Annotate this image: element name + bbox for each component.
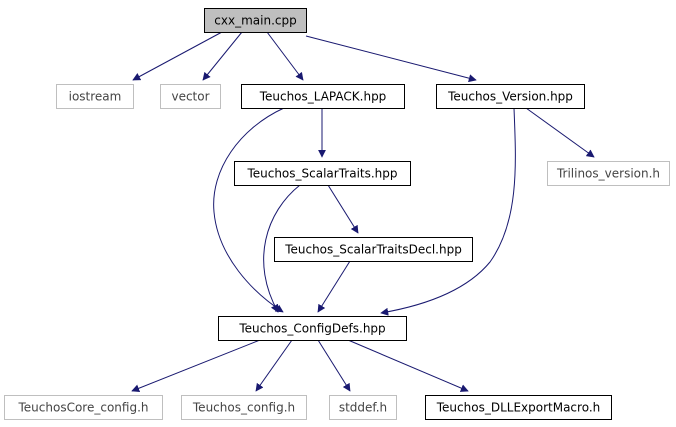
node-label: iostream (69, 90, 122, 104)
node-label: Teuchos_config.h (192, 401, 295, 415)
node-label: vector (171, 90, 209, 104)
node-label: TeuchosCore_config.h (18, 401, 149, 415)
node-stddef: stddef.h (329, 395, 397, 420)
node-vector: vector (160, 84, 221, 109)
node-cxx-main[interactable]: cxx_main.cpp (204, 8, 307, 33)
node-label: Teuchos_DLLExportMacro.h (436, 401, 601, 415)
node-box (329, 395, 397, 420)
edge-teuchos_configdefs-to-teuchoscore_config (131, 339, 261, 393)
node-teuchos-dllexport[interactable]: Teuchos_DLLExportMacro.h (425, 395, 612, 420)
node-label: stddef.h (339, 401, 387, 415)
node-label: Trilinos_version.h (556, 167, 660, 181)
edge-cxx_main-to-teuchos_version (305, 35, 477, 83)
edge-cxx_main-to-vector (202, 31, 243, 81)
node-label: Teuchos_Version.hpp (447, 90, 573, 104)
node-teuchos-version[interactable]: Teuchos_Version.hpp (436, 84, 585, 109)
node-teuchoscore-config: TeuchosCore_config.h (4, 395, 163, 420)
edge-teuchos_lapack-to-teuchos_configdefs (213, 107, 285, 313)
edge-teuchos_configdefs-to-teuchos_dllexport (347, 339, 469, 392)
node-box (547, 161, 670, 186)
node-box (425, 395, 612, 420)
node-box (274, 237, 473, 262)
edge-teuchos_version-to-trilinos_version (525, 107, 595, 158)
node-label: Teuchos_ScalarTraits.hpp (246, 167, 397, 181)
edges-layer (131, 31, 595, 393)
edge-cxx_main-to-teuchos_lapack (266, 31, 304, 81)
node-teuchos-config: Teuchos_config.h (181, 395, 307, 420)
node-iostream: iostream (56, 84, 134, 109)
node-box (218, 316, 407, 341)
node-box (160, 84, 221, 109)
node-label: Teuchos_ScalarTraitsDecl.hpp (284, 243, 462, 257)
node-teuchos-configdefs[interactable]: Teuchos_ConfigDefs.hpp (218, 316, 407, 341)
node-box (436, 84, 585, 109)
edge-teuchos_scalartraits-to-teuchos_configdefs (263, 184, 301, 313)
nodes-layer: cxx_main.cpp iostream vector Teuchos_LAPACK… (4, 8, 670, 420)
edge-teuchos_scalartraits-to-teuchos_scalartraitsdecl (327, 184, 359, 234)
edge-teuchos_version-to-teuchos_configdefs (380, 107, 516, 316)
edge-teuchos_scalartraitsdecl-to-teuchos_configdefs (317, 260, 351, 313)
node-label: Teuchos_ConfigDefs.hpp (238, 322, 385, 336)
node-box (234, 161, 411, 186)
node-label: cxx_main.cpp (214, 14, 296, 28)
node-teuchos-lapack[interactable]: Teuchos_LAPACK.hpp (241, 84, 405, 109)
edge-cxx_main-to-iostream (132, 31, 223, 81)
node-teuchos-scalartraits[interactable]: Teuchos_ScalarTraits.hpp (234, 161, 411, 186)
edge-teuchos_configdefs-to-teuchos_config (255, 339, 293, 392)
node-box (204, 8, 307, 33)
node-box (4, 395, 163, 420)
node-trilinos-version: Trilinos_version.h (547, 161, 670, 186)
node-box (241, 84, 405, 109)
node-box (56, 84, 134, 109)
node-box (181, 395, 307, 420)
edge-teuchos_configdefs-to-stddef (317, 339, 351, 392)
node-label: Teuchos_LAPACK.hpp (259, 90, 387, 104)
node-teuchos-scalartraitsdecl[interactable]: Teuchos_ScalarTraitsDecl.hpp (274, 237, 473, 262)
